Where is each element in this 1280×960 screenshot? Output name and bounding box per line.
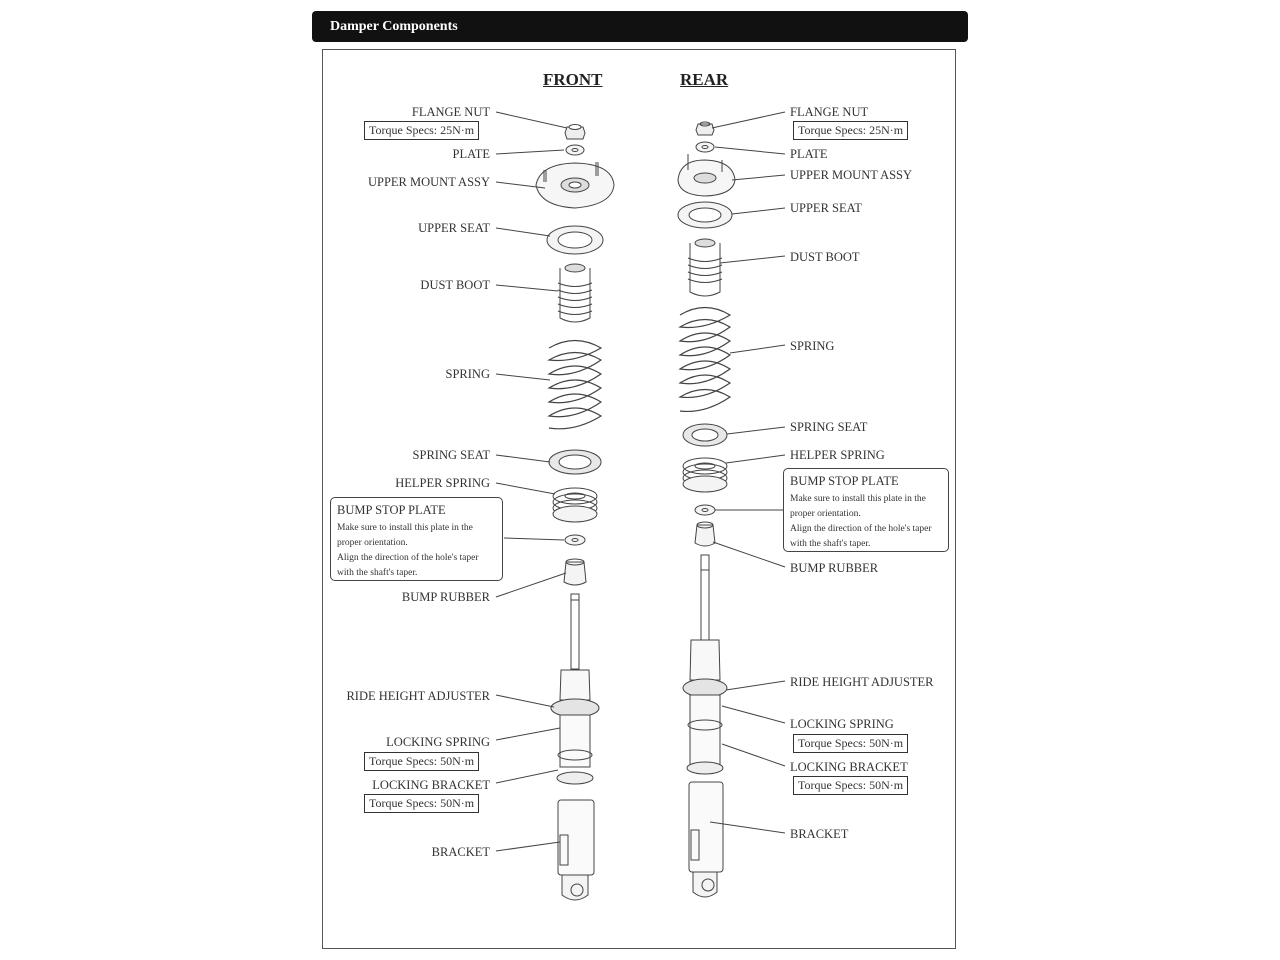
front-ride-height-adjuster-label: RIDE HEIGHT ADJUSTER xyxy=(346,689,490,703)
front-dust-boot-label: DUST BOOT xyxy=(420,278,490,292)
rear-spring-seat-label: SPRING SEAT xyxy=(790,420,868,434)
section-header: Damper Components xyxy=(312,11,968,42)
front-locking-bracket-label: LOCKING BRACKET xyxy=(372,778,490,792)
front-bump-rubber xyxy=(563,558,587,586)
rear-spring xyxy=(678,306,732,413)
front-flange-nut-label: FLANGE NUT xyxy=(411,105,490,119)
rear-dust-boot xyxy=(687,238,723,297)
front-damper-body xyxy=(550,593,600,901)
rear-plate xyxy=(695,141,715,153)
rear-ride-height-adjuster-label: RIDE HEIGHT ADJUSTER xyxy=(790,675,934,689)
front-upper-seat-label: UPPER SEAT xyxy=(418,221,490,235)
front-bracket-label: BRACKET xyxy=(431,845,490,859)
rear-locking-spring-torque: Torque Specs: 50N·m xyxy=(793,734,909,753)
rear-spring-seat xyxy=(682,423,728,447)
rear-spring-label: SPRING xyxy=(790,339,835,353)
rear-flange-nut-torque: Torque Specs: 25N·m xyxy=(793,121,909,140)
front-spring-label: SPRING xyxy=(445,367,490,381)
rear-bump-stop-note-line2: proper orientation. xyxy=(790,509,861,519)
rear-upper-mount-label: UPPER MOUNT ASSY xyxy=(790,168,913,182)
rear-flange-nut xyxy=(695,121,715,136)
front-spring-seat-label: SPRING SEAT xyxy=(412,448,490,462)
rear-helper-spring-label: HELPER SPRING xyxy=(790,448,885,462)
rear-helper-spring xyxy=(682,457,728,493)
rear-bump-stop-plate-note: BUMP STOP PLATE Make sure to install thi… xyxy=(783,468,949,552)
rear-plate-label: PLATE xyxy=(790,147,828,161)
front-bump-stop-plate-note: BUMP STOP PLATE Make sure to install thi… xyxy=(330,497,503,581)
front-upper-seat xyxy=(546,225,604,255)
front-upper-mount-label: UPPER MOUNT ASSY xyxy=(367,175,490,189)
rear-bump-stop-note-line1: Make sure to install this plate in the xyxy=(790,494,926,504)
rear-bump-rubber xyxy=(694,521,716,547)
front-dust-boot xyxy=(557,263,593,323)
front-bump-stop-note-line1: Make sure to install this plate in the xyxy=(337,523,473,533)
front-locking-spring-label: LOCKING SPRING xyxy=(386,735,490,749)
front-locking-spring-torque: Torque Specs: 50N·m xyxy=(364,752,480,771)
rear-locking-spring-label: LOCKING SPRING xyxy=(790,717,894,731)
diagram-frame xyxy=(322,49,956,949)
rear-bump-rubber-label: BUMP RUBBER xyxy=(790,561,879,575)
rear-damper-body xyxy=(682,554,728,898)
rear-upper-seat-label: UPPER SEAT xyxy=(790,201,862,215)
rear-column-heading: REAR xyxy=(680,70,729,89)
front-column-heading: FRONT xyxy=(543,70,603,89)
rear-locking-bracket-torque: Torque Specs: 50N·m xyxy=(793,776,909,795)
front-flange-nut xyxy=(564,124,586,140)
front-bump-stop-plate xyxy=(564,534,586,546)
front-plate xyxy=(565,144,585,156)
rear-locking-bracket-label: LOCKING BRACKET xyxy=(790,760,908,774)
front-bump-stop-plate-title: BUMP STOP PLATE xyxy=(337,503,446,517)
rear-bump-stop-plate xyxy=(694,504,716,516)
front-spring xyxy=(547,339,603,430)
rear-dust-boot-label: DUST BOOT xyxy=(790,250,860,264)
front-bump-rubber-label: BUMP RUBBER xyxy=(401,590,490,604)
rear-bracket-label: BRACKET xyxy=(790,827,849,841)
front-bump-stop-note-line2: proper orientation. xyxy=(337,538,408,548)
front-flange-nut-torque: Torque Specs: 25N·m xyxy=(364,121,480,140)
rear-upper-seat xyxy=(677,201,733,229)
rear-bump-stop-plate-title: BUMP STOP PLATE xyxy=(790,474,899,488)
front-bump-stop-note-line4: with the shaft's taper. xyxy=(337,568,418,578)
leader-lines xyxy=(495,111,786,852)
front-spring-seat xyxy=(548,449,602,475)
front-bump-stop-note-line3: Align the direction of the hole's taper xyxy=(337,553,479,563)
rear-upper-mount xyxy=(677,154,736,197)
front-plate-label: PLATE xyxy=(452,147,491,161)
rear-bump-stop-note-line4: with the shaft's taper. xyxy=(790,539,871,549)
section-title: Damper Components xyxy=(330,19,458,34)
front-helper-spring-label: HELPER SPRING xyxy=(395,476,490,490)
rear-flange-nut-label: FLANGE NUT xyxy=(790,105,869,119)
front-upper-mount xyxy=(535,162,615,209)
front-helper-spring xyxy=(552,487,598,523)
rear-bump-stop-note-line3: Align the direction of the hole's taper xyxy=(790,524,932,534)
front-locking-bracket-torque: Torque Specs: 50N·m xyxy=(364,794,480,813)
